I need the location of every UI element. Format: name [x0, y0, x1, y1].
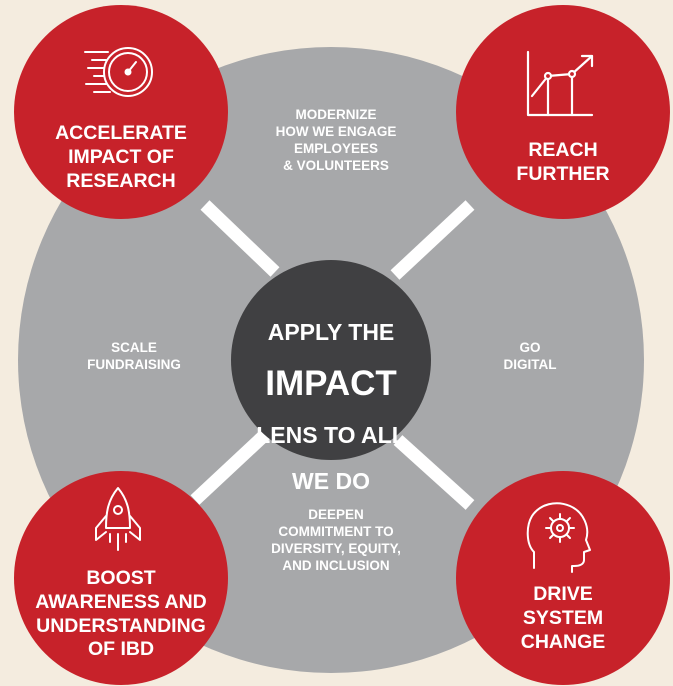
spokes: [190, 200, 475, 510]
label-accelerate-research: ACCELERATE IMPACT OF RESEARCH: [55, 122, 187, 192]
center-line-4: WE DO: [292, 468, 370, 495]
growth-chart-icon: [526, 50, 594, 117]
label-go-digital: GO DIGITAL: [503, 340, 557, 372]
center-line-1: APPLY THE: [267, 318, 395, 345]
red-circle-top-left: [14, 5, 228, 219]
red-circle-bottom-right: [456, 471, 670, 685]
center-line-2: IMPACT: [265, 364, 397, 404]
label-deepen-commitment: DEEPEN COMMITMENT TO DIVERSITY, EQUITY, …: [271, 507, 401, 573]
red-circle-bottom-left: [14, 471, 228, 685]
head-gear-icon: [526, 502, 591, 573]
label-reach-further: REACH FURTHER: [516, 139, 610, 185]
spoke-top-left: [200, 200, 280, 277]
label-modernize: MODERNIZE HOW WE ENGAGE EMPLOYEES & VOLU…: [275, 107, 397, 173]
spoke-top-right: [390, 200, 475, 280]
spoke-bottom-left: [190, 425, 275, 505]
label-scale-fundraising: SCALE FUNDRAISING: [87, 340, 181, 372]
spoke-bottom-right: [393, 435, 475, 510]
label-boost-awareness: BOOST AWARENESS AND UNDERSTANDING OF IBD: [35, 567, 207, 661]
label-drive-system-change: DRIVE SYSTEM CHANGE: [520, 583, 606, 653]
speedometer-icon: [84, 47, 153, 97]
center-line-3: LENS TO ALL: [256, 422, 406, 449]
center-circle: [231, 260, 431, 460]
center-label: APPLY THE IMPACT LENS TO ALL WE DO: [231, 300, 431, 515]
rocket-icon: [95, 487, 141, 551]
red-circle-top-right: [456, 5, 670, 219]
